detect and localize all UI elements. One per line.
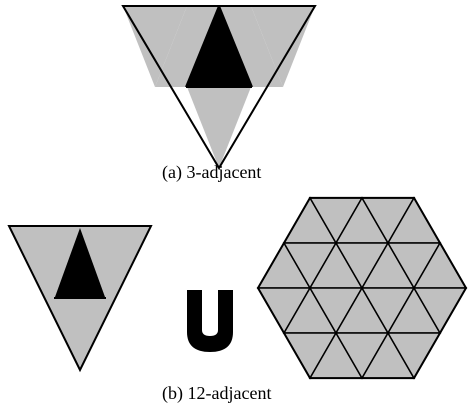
inner-line-left <box>185 5 220 88</box>
caption-3-adjacent: (a) 3-adjacent <box>162 162 262 182</box>
caption-12-adjacent: (b) 12-adjacent <box>162 383 272 403</box>
center-triangle-main <box>186 8 252 86</box>
inner-line-right <box>218 5 253 88</box>
hexagon-12-adjacent <box>256 196 468 380</box>
small-outer-outline <box>7 225 153 373</box>
neighbor-triangle-left <box>123 6 187 87</box>
neighbor-gap-left <box>155 6 219 87</box>
neighbor-gap-right <box>219 6 283 87</box>
union-symbol <box>187 290 233 352</box>
neighbor-triangle-right <box>251 6 315 87</box>
union-symbol-group <box>187 290 233 352</box>
small-center-triangle <box>55 228 105 297</box>
diagram-3-adjacent <box>121 5 317 170</box>
neighbor-triangle-bottom <box>187 87 251 168</box>
diagram-12-left-part <box>7 225 153 373</box>
hexagon-outline <box>256 196 468 380</box>
